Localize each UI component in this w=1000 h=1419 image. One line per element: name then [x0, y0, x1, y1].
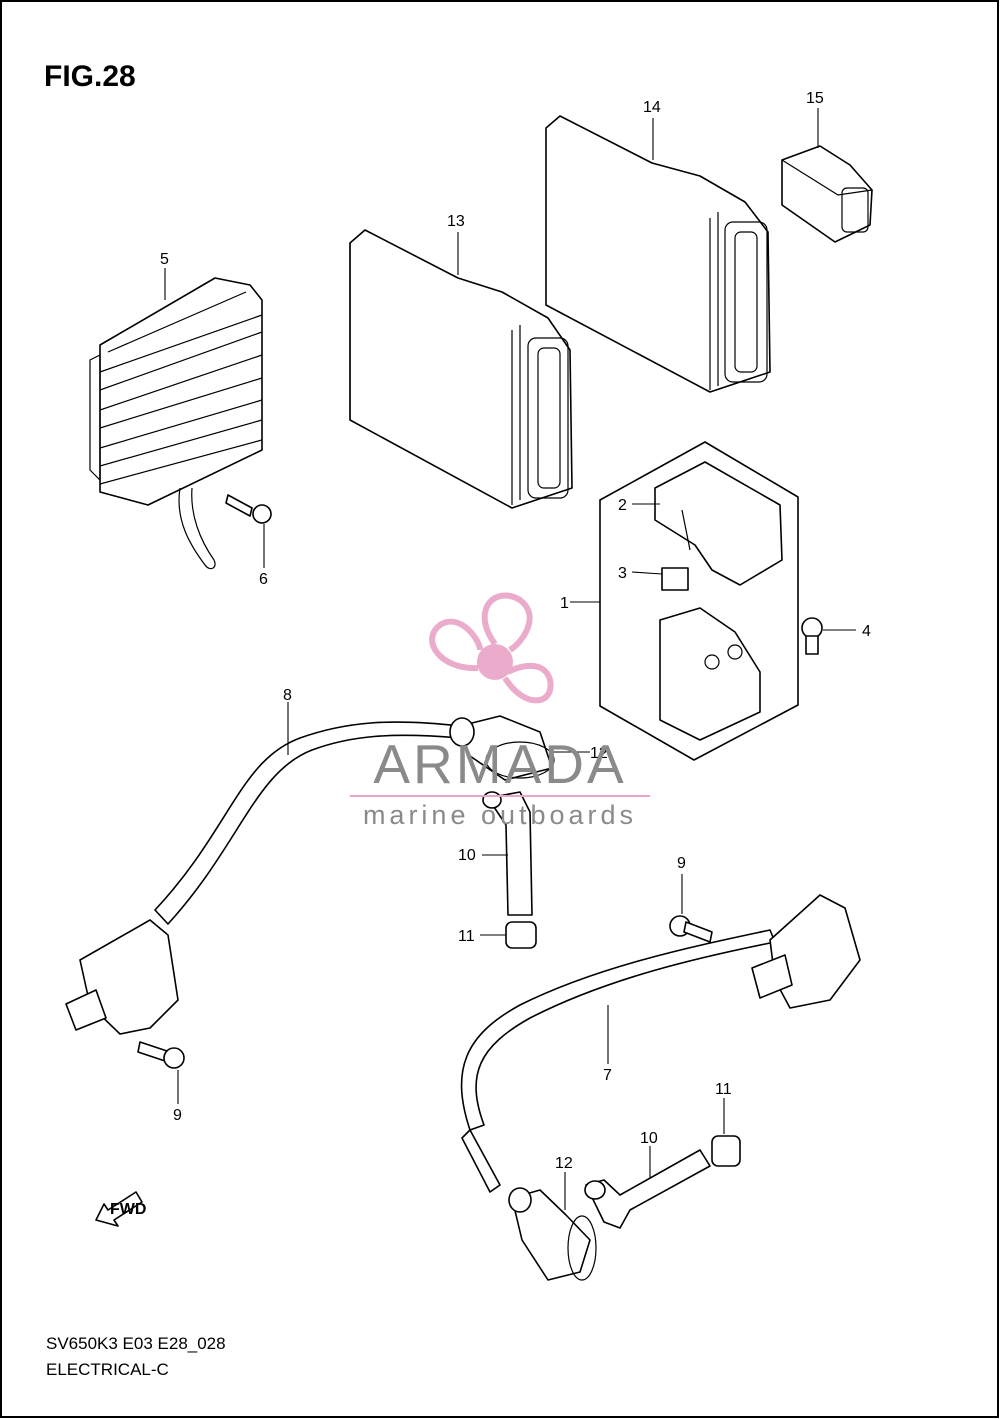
- callout-4: 4: [862, 623, 871, 640]
- callout-7: 7: [603, 1067, 612, 1084]
- callout-6: 6: [259, 571, 268, 588]
- forward-arrow-icon: FWD: [95, 1191, 146, 1227]
- seal-11-upper[interactable]: [505, 921, 537, 949]
- callout-2: 2: [618, 497, 627, 514]
- ignition-coil-8[interactable]: [65, 721, 461, 1069]
- plug-cap-12-lower[interactable]: [508, 1187, 597, 1281]
- callout-9-right: 9: [677, 855, 686, 872]
- watermark-divider: [350, 795, 650, 797]
- regulator-rectifier[interactable]: [89, 277, 263, 570]
- callout-15: 15: [806, 90, 824, 107]
- ignition-coil-7[interactable]: [460, 894, 861, 1193]
- watermark-propeller-icon: [429, 592, 554, 704]
- callout-11-upper: 11: [458, 928, 475, 945]
- figure-title: FIG.28: [44, 60, 136, 93]
- starter-relay-assembly[interactable]: [599, 441, 799, 761]
- callout-13: 13: [447, 213, 465, 230]
- bolt-9-right[interactable]: [669, 915, 713, 943]
- callout-5: 5: [160, 251, 169, 268]
- ecm-unit-14[interactable]: [545, 115, 771, 393]
- screw-4[interactable]: [801, 617, 823, 655]
- seal-11-lower[interactable]: [711, 1135, 741, 1167]
- callout-12-lower: 12: [555, 1155, 573, 1172]
- fwd-label: FWD: [110, 1201, 146, 1218]
- watermark-brand: ARMADA: [373, 733, 627, 795]
- relay-15[interactable]: [781, 145, 873, 243]
- section-name: ELECTRICAL-C: [46, 1360, 169, 1379]
- callout-3: 3: [618, 565, 627, 582]
- callout-10-upper: 10: [458, 847, 476, 864]
- callout-9-left: 9: [173, 1107, 182, 1124]
- callout-8: 8: [283, 687, 292, 704]
- leader-lines: [164, 108, 856, 1210]
- callout-12-upper: 12: [590, 745, 608, 762]
- callout-14: 14: [643, 99, 661, 116]
- watermark-tagline: marine outboards: [362, 800, 638, 830]
- spark-plug-lead-10-lower[interactable]: [584, 1149, 711, 1229]
- callout-11-lower: 11: [715, 1081, 732, 1098]
- plug-cap-12-upper[interactable]: [449, 715, 555, 781]
- diagram-code: SV650K3 E03 E28_028: [46, 1334, 226, 1353]
- callout-10-lower: 10: [640, 1130, 658, 1147]
- bolt-6[interactable]: [225, 494, 272, 524]
- callout-1: 1: [560, 595, 569, 612]
- ignitor-unit-13[interactable]: [349, 229, 573, 509]
